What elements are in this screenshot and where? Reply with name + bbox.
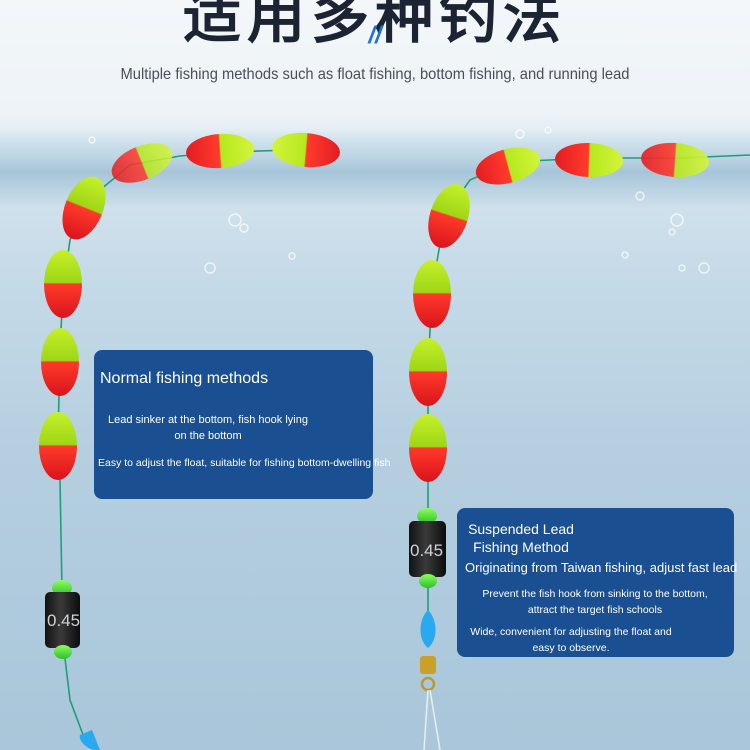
right-sinker [409, 508, 446, 750]
normal-method-desc-1: Lead sinker at the bottom, fish hook lyi… [108, 414, 308, 442]
page-subtitle: Multiple fishing methods such as float f… [120, 66, 630, 83]
suspended-lead-subheading: Originating from Taiwan fishing, adjust … [465, 560, 738, 575]
suspended-lead-panel: Suspended Lead Fishing Method Originatin… [457, 508, 738, 657]
normal-method-desc-2: Easy to adjust the float, suitable for f… [98, 457, 391, 469]
suspended-lead-heading: Suspended Lead Fishing Method [468, 521, 574, 555]
left-sinker-weight: 0.45 [47, 611, 81, 630]
right-float-chain [409, 142, 709, 482]
page-title: 适用多种钓法 [182, 0, 567, 51]
right-sinker-weight: 0.45 [410, 541, 444, 560]
left-bottom-weight [79, 730, 100, 750]
bubbles [88, 126, 710, 274]
left-float-chain [39, 132, 340, 480]
suspended-lead-desc-2: Wide, convenient for adjusting the float… [470, 626, 672, 654]
suspended-lead-desc-1: Prevent the fish hook from sinking to th… [482, 588, 708, 616]
normal-method-panel: Normal fishing methods Lead sinker at th… [94, 350, 391, 499]
left-sinker [45, 580, 80, 659]
title-divider: // [368, 22, 382, 49]
normal-method-heading: Normal fishing methods [100, 370, 269, 387]
